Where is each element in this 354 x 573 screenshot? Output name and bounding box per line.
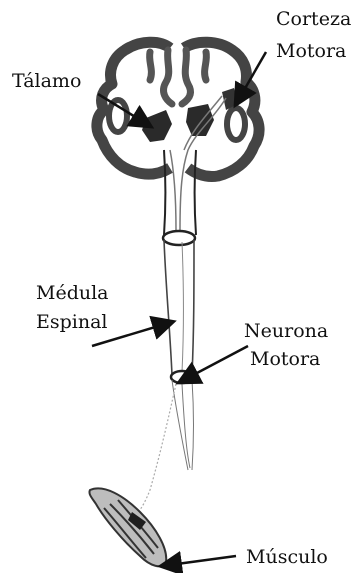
spinal-cord (163, 150, 196, 470)
label-muscle: Músculo (246, 546, 328, 569)
muscle-body (89, 488, 166, 566)
peripheral-nerve (138, 384, 176, 512)
muscle (89, 488, 166, 566)
cord-fibre (182, 242, 184, 372)
label-thalamus: Tálamo (12, 70, 81, 93)
label-neuron-line1: Neurona (244, 320, 328, 343)
ventricle-left (109, 100, 127, 132)
cortex-left-gyri (150, 50, 172, 104)
label-cord-line1: Médula (36, 282, 109, 305)
ventricle-right (227, 108, 245, 140)
label-cortex-line2: Motora (276, 40, 346, 63)
label-cord-line2: Espinal (36, 311, 108, 334)
cord-section-upper (163, 231, 195, 245)
brain (97, 42, 259, 230)
motor-nerve (138, 384, 176, 512)
cortex-right-gyri (182, 50, 206, 104)
cord-body (164, 240, 194, 375)
label-cortex-line1: Corteza (276, 8, 351, 31)
thalamus-left (142, 110, 172, 142)
arrow-muscle (162, 556, 236, 566)
label-neuron-line2: Motora (250, 348, 320, 371)
arrow-motor-neuron (180, 346, 248, 382)
cauda-equina (172, 380, 194, 470)
